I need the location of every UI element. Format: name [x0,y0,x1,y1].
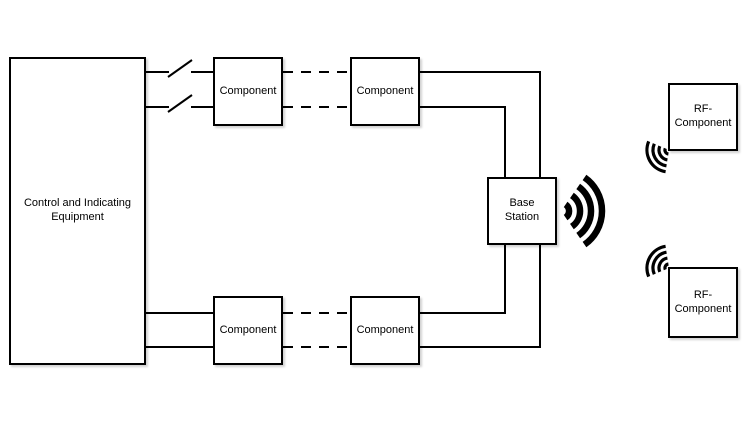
node-label: Component [356,323,414,336]
wireless-signal-icon-top-rf [645,140,669,174]
node-component-bottom-left: Component [213,296,283,365]
signal-arc [569,192,584,230]
top-bus-lines [145,59,541,177]
signal-arc [645,140,666,174]
node-rf-component-bottom: RF- Component [668,267,738,338]
signal-arc [651,143,667,168]
wire [419,244,541,348]
node-label: Component [356,84,414,97]
signal-arc [651,250,667,275]
wire [419,244,506,314]
signal-arc [563,201,573,221]
bottom-bus-lines [145,244,541,348]
signal-arc [645,244,666,278]
signal-arc [582,174,606,248]
node-component-bottom-right: Component [350,296,420,365]
open-switch-icon [167,94,193,113]
wireless-signal-icon-bottom-rf [645,244,669,278]
node-label: RF- Component [674,103,732,129]
signal-arc [663,262,669,271]
node-label: RF- Component [674,288,732,315]
signal-arc [657,145,668,162]
signal-arc [576,183,595,239]
signal-arc [663,147,669,156]
node-label: Component [219,84,277,97]
node-component-top-right: Component [350,57,420,126]
node-label: Component [219,323,277,336]
wire [419,71,541,177]
node-base-station: Base Station [487,177,557,245]
node-control-and-indicating-equipment: Control and Indicating Equipment [9,57,146,365]
node-label: Base Station [504,197,540,223]
wire [419,106,506,177]
wireless-signal-icon-large [563,174,606,248]
open-switch-icon [167,59,193,78]
node-rf-component-top: RF- Component [668,83,738,151]
node-component-top-left: Component [213,57,283,126]
signal-arc [657,256,668,273]
node-label: Control and Indicating Equipment [23,197,131,223]
